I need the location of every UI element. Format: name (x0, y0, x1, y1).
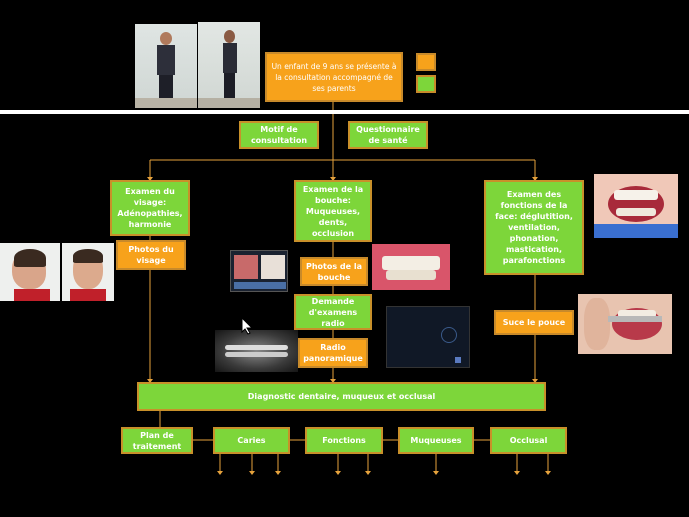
caries-box: Caries (213, 427, 290, 454)
photo-face-profile (0, 243, 60, 301)
fonctions-text: Fonctions (322, 436, 366, 445)
suce-pouce-text: Suce le pouce (502, 318, 566, 327)
divider-line (0, 110, 689, 114)
exam-visage-box: Examen du visage: Adénopathies, harmonie (110, 180, 190, 236)
photos-bouche-box: Photos de la bouche (300, 257, 368, 286)
photos-bouche-text: Photos de la bouche (306, 261, 362, 282)
demande-text: Demande d'examens radio (308, 296, 358, 328)
exam-bouche-text: Examen de la bouche: Muqueuses, dents, o… (302, 184, 364, 238)
photo-mouth-teeth (372, 244, 450, 290)
muqueuses-text: Muqueuses (410, 436, 462, 445)
suce-pouce-box: Suce le pouce (494, 310, 574, 335)
photos-visage-text: Photos du visage (128, 245, 174, 265)
photo-thumb-sucking (578, 294, 672, 354)
photo-child-side (198, 22, 260, 108)
photos-visage-box: Photos du visage (116, 240, 186, 270)
diagnostic-box: Diagnostic dentaire, muqueux et occlusal (137, 382, 546, 411)
exam-bouche-box: Examen de la bouche: Muqueuses, dents, o… (294, 180, 372, 242)
photo-panoramic-xray (215, 330, 298, 372)
occlusal-text: Occlusal (509, 436, 548, 445)
photo-open-mouth (594, 174, 678, 238)
plan-traitement-box: Plan de traitement (121, 427, 193, 454)
exam-fonctions-text: Examen des fonctions de la face: dégluti… (495, 190, 573, 265)
radio-text: Radio panoramique (303, 343, 363, 363)
exam-visage-text: Examen du visage: Adénopathies, harmonie (117, 187, 183, 229)
diagnostic-text: Diagnostic dentaire, muqueux et occlusal (247, 392, 436, 401)
photo-software-screen (230, 250, 288, 292)
mouse-cursor-icon (241, 317, 253, 335)
demande-box: Demande d'examens radio (294, 294, 372, 330)
radio-box: Radio panoramique (298, 338, 368, 368)
caries-text: Caries (237, 436, 266, 445)
intro-text: Un enfant de 9 ans se présente à la cons… (271, 61, 397, 93)
photo-face-front (62, 243, 114, 301)
legend-orange-square (416, 53, 436, 71)
fonctions-box: Fonctions (305, 427, 383, 454)
motif-box: Motif de consultation (239, 121, 319, 149)
plan-traitement-text: Plan de traitement (132, 430, 182, 451)
photo-child-front (135, 24, 197, 108)
exam-fonctions-box: Examen des fonctions de la face: dégluti… (484, 180, 584, 275)
intro-box: Un enfant de 9 ans se présente à la cons… (265, 52, 403, 102)
occlusal-box: Occlusal (490, 427, 567, 454)
legend-green-square (416, 75, 436, 93)
photo-radiograph-dark (386, 306, 470, 368)
motif-text: Motif de consultation (250, 125, 308, 145)
questionnaire-text: Questionnaire de santé (356, 125, 420, 145)
muqueuses-box: Muqueuses (398, 427, 474, 454)
questionnaire-box: Questionnaire de santé (348, 121, 428, 149)
